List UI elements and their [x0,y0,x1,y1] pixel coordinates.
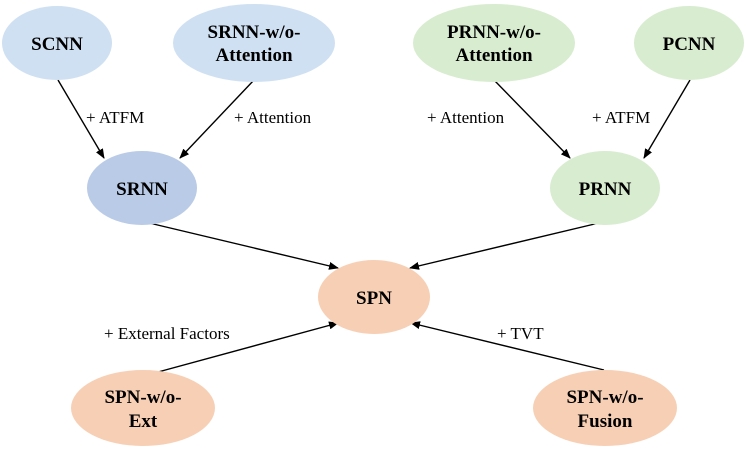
edge-scnn-to-srnn [57,79,105,159]
node-pcnn-label: PCNN [663,34,716,55]
edge-label-pcnn-to-prnn: + ATFM [592,108,650,127]
edge-spn-wo-fusion-to-spn [410,321,605,371]
edge-spn-wo-ext-to-spn [146,321,339,376]
edge-label-prnn-wo-attention-to-prnn: + Attention [427,108,505,127]
edge-label-spn-wo-fusion-to-spn: + TVT [497,324,544,343]
node-spn-wo-ext-shape [71,370,215,446]
edge-prnn-wo-attention-to-prnn [493,79,571,159]
edge-pcnn-to-prnn [643,79,691,159]
edge-srnn-to-spn [144,221,339,270]
node-prnn-label: PRNN [579,179,632,200]
node-scnn-label: SCNN [31,34,83,55]
node-prnn-wo-attention-label-line1: PRNN-w/o- [447,22,541,43]
node-prnn-wo-attention: PRNN-w/o- Attention [413,4,575,82]
node-srnn-label: SRNN [116,179,168,200]
node-spn: SPN [318,260,430,334]
edge-label-scnn-to-srnn: + ATFM [86,108,144,127]
node-spn-wo-fusion-label-line1: SPN-w/o- [566,387,643,408]
node-srnn-wo-attention-shape [173,4,335,82]
node-spn-wo-fusion: SPN-w/o- Fusion [533,370,677,446]
node-spn-wo-ext: SPN-w/o- Ext [71,370,215,446]
edge-label-srnn-wo-attention-to-srnn: + Attention [234,108,312,127]
node-scnn-shape [2,6,112,80]
edge-label-spn-wo-ext-to-spn: + External Factors [104,324,230,343]
node-spn-wo-fusion-shape [533,370,677,446]
edge-labels: + ATFM + Attention + Attention + ATFM + … [86,108,650,343]
node-spn-label: SPN [356,288,392,309]
node-srnn-wo-attention-label-line2: Attention [215,45,292,66]
node-pcnn: PCNN [634,6,744,80]
node-prnn-wo-attention-label-line2: Attention [455,45,532,66]
node-srnn-wo-attention: SRNN-w/o- Attention [173,4,335,82]
nodes: SCNN SRNN-w/o- Attention PRNN-w/o- Atten… [2,4,744,446]
node-srnn-wo-attention-label-line1: SRNN-w/o- [208,22,301,43]
node-spn-wo-fusion-label-line2: Fusion [578,411,633,432]
edge-srnn-wo-attention-to-srnn [179,79,255,159]
node-srnn: SRNN [87,151,197,225]
node-spn-wo-ext-label-line1: SPN-w/o- [104,387,181,408]
node-prnn-shape [550,151,660,225]
edges [57,79,691,376]
edge-prnn-to-spn [409,221,604,270]
node-scnn: SCNN [2,6,112,80]
node-spn-shape [318,260,430,334]
node-prnn: PRNN [550,151,660,225]
node-srnn-shape [87,151,197,225]
node-pcnn-shape [634,6,744,80]
node-prnn-wo-attention-shape [413,4,575,82]
node-spn-wo-ext-label-line2: Ext [129,411,158,432]
